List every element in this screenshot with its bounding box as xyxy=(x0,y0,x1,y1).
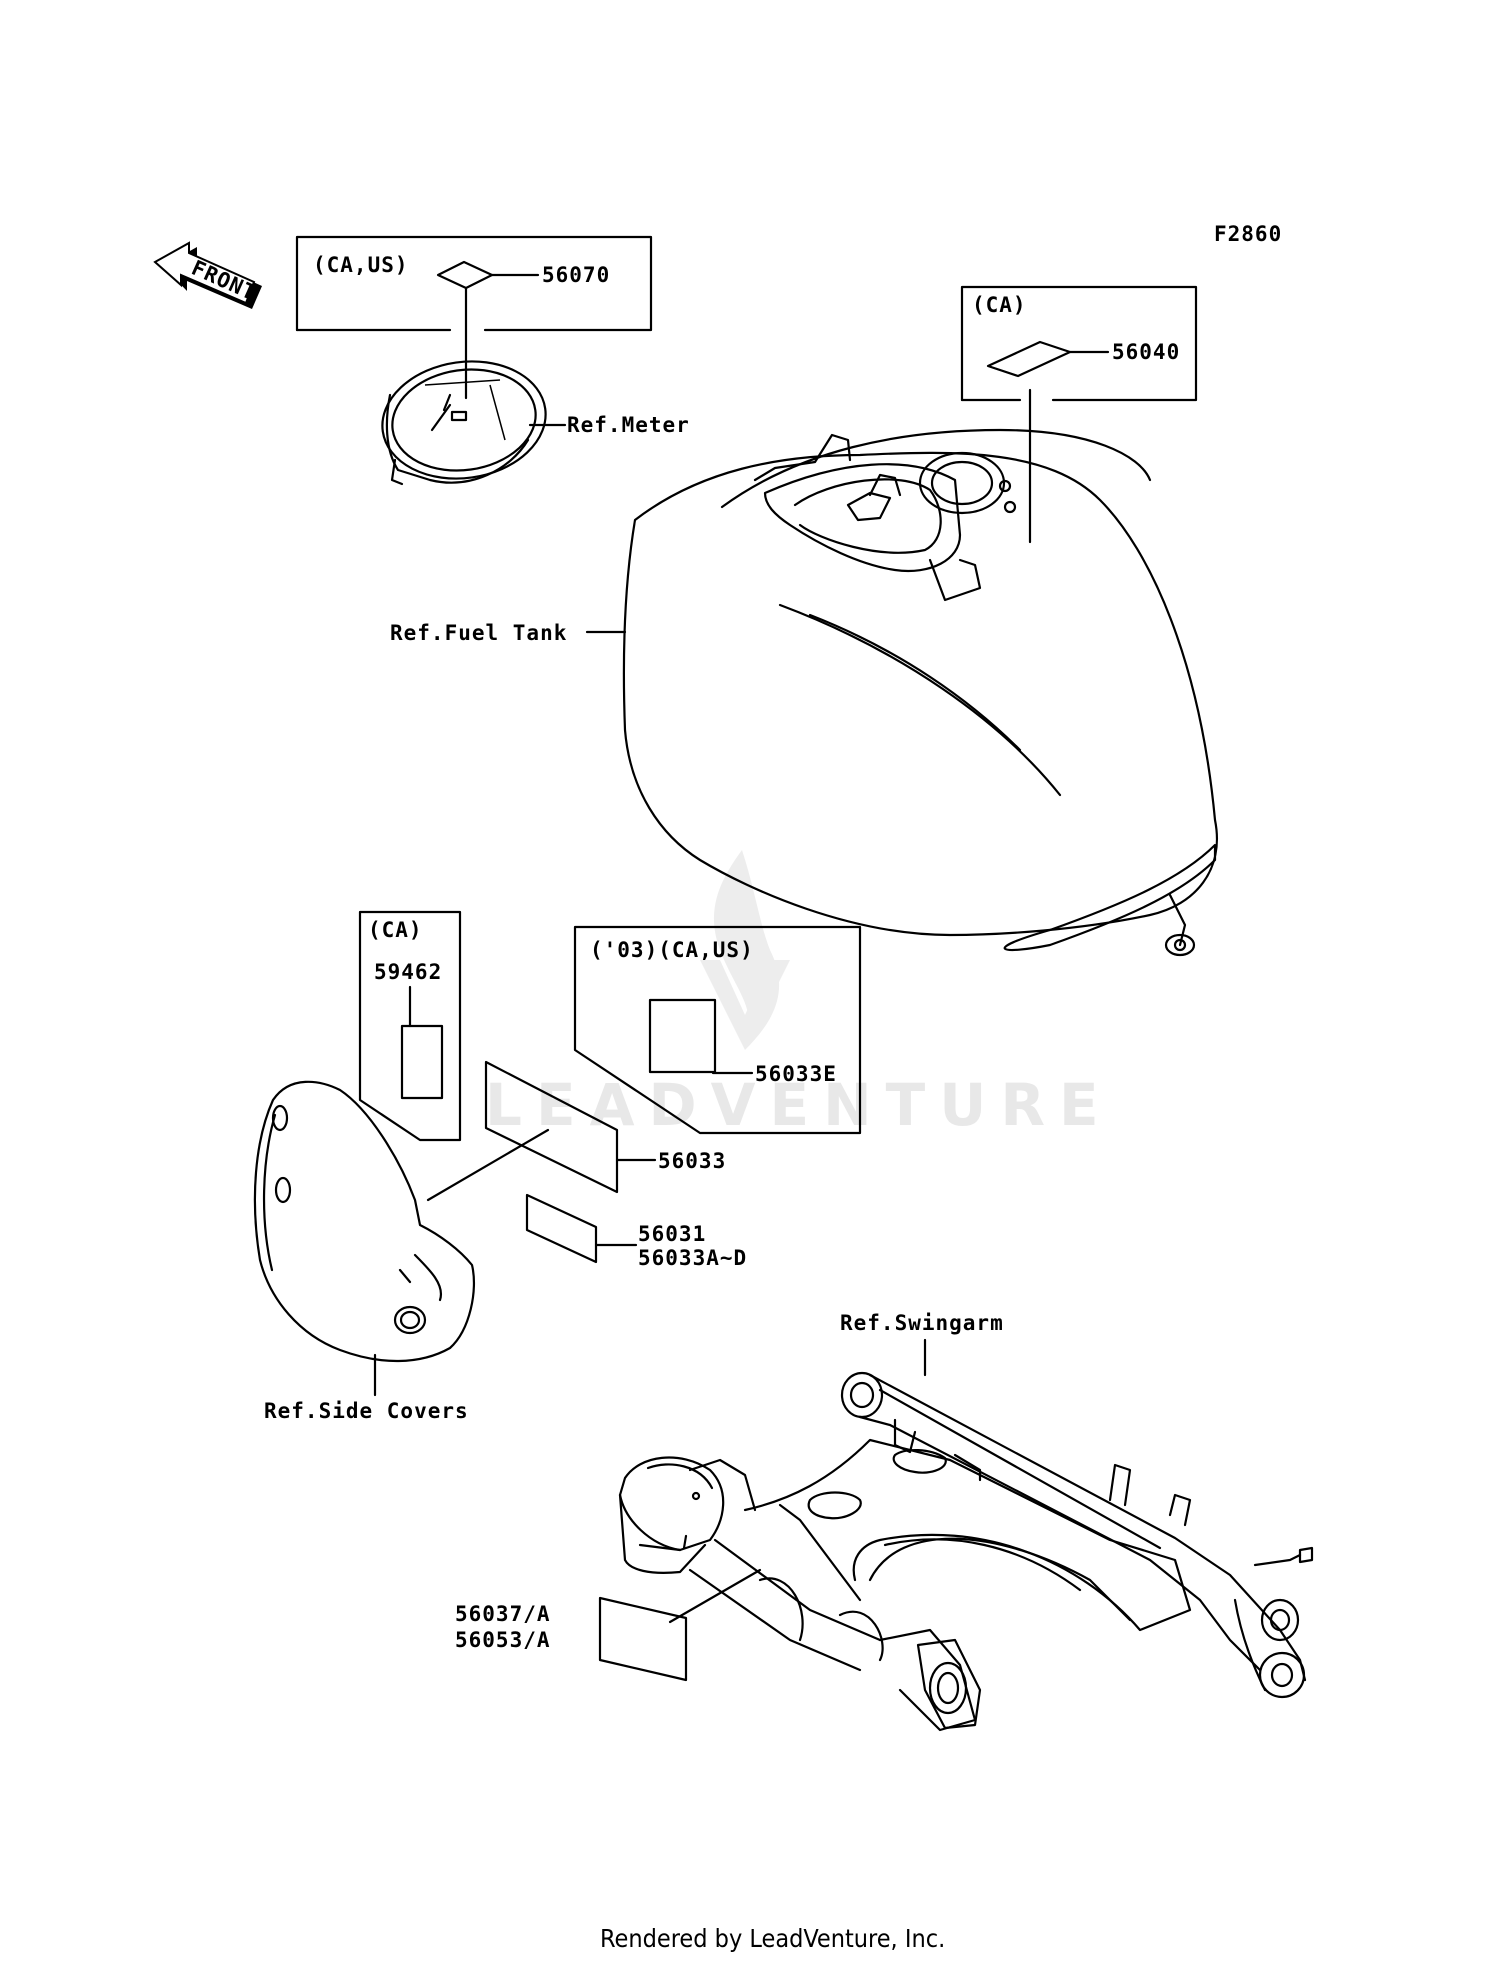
fuel-tank-drawing xyxy=(585,428,1218,957)
tank-decal-group: (CA) 56040 xyxy=(960,285,1198,544)
swingarm-drawing xyxy=(618,1371,1314,1732)
figure-code: F2860 xyxy=(1214,222,1282,246)
meter-drawing xyxy=(381,360,567,486)
decal-03-shape xyxy=(648,998,717,1074)
ref-swingarm-label: Ref.Swingarm xyxy=(840,1311,1004,1335)
tank-decal-region: (CA) xyxy=(972,293,1027,317)
swingarm-decal-number-2: 56053/A xyxy=(455,1628,551,1652)
meter-decal-region: (CA,US) xyxy=(313,253,409,277)
ref-fuel-tank-label: Ref.Fuel Tank xyxy=(390,621,567,645)
swingarm-decal-number-1: 56037/A xyxy=(455,1602,551,1626)
footer-credit: Rendered by LeadVenture, Inc. xyxy=(600,1924,945,1953)
decal-03-region: ('03)(CA,US) xyxy=(590,938,754,962)
front-arrow-icon: FRONT xyxy=(153,241,262,309)
swingarm-decal-group: 56037/A 56053/A xyxy=(455,1568,762,1682)
watermark: LEADVENTURE xyxy=(485,850,1113,1139)
side-cover-drawing xyxy=(253,1080,476,1397)
swingarm-decal-shape xyxy=(598,1596,688,1682)
meter-decal-shape xyxy=(436,260,494,290)
watermark-v-icon xyxy=(700,960,790,1050)
decal-56031-number-1: 56031 xyxy=(638,1222,706,1246)
meter-decal-number: 56070 xyxy=(542,263,610,287)
ref-side-covers-label: Ref.Side Covers xyxy=(264,1399,469,1423)
decal-03-group: ('03)(CA,US) 56033E xyxy=(573,925,862,1135)
side-decal-ca-group: (CA) 59462 xyxy=(358,910,462,1142)
side-decal-ca-number: 59462 xyxy=(374,960,442,984)
decal-03-number: 56033E xyxy=(755,1062,837,1086)
decal-56031-shape xyxy=(525,1193,598,1264)
decal-56031-group: 56031 56033A~D xyxy=(525,1193,747,1270)
meter-decal-group: (CA,US) 56070 xyxy=(295,235,653,400)
decal-56033-number: 56033 xyxy=(658,1149,726,1173)
watermark-text: LEADVENTURE xyxy=(485,1071,1113,1139)
decal-56033-shape xyxy=(484,1060,619,1194)
front-arrow-label: FRONT xyxy=(188,256,260,306)
side-decal-ca-region: (CA) xyxy=(368,918,423,942)
ref-meter-label: Ref.Meter xyxy=(567,413,690,437)
tank-decal-number: 56040 xyxy=(1112,340,1180,364)
decal-56031-number-2: 56033A~D xyxy=(638,1246,747,1270)
side-decal-ca-shape xyxy=(400,1024,444,1100)
tank-decal-shape xyxy=(986,340,1072,378)
decal-56033-group: 56033 xyxy=(426,1060,726,1202)
